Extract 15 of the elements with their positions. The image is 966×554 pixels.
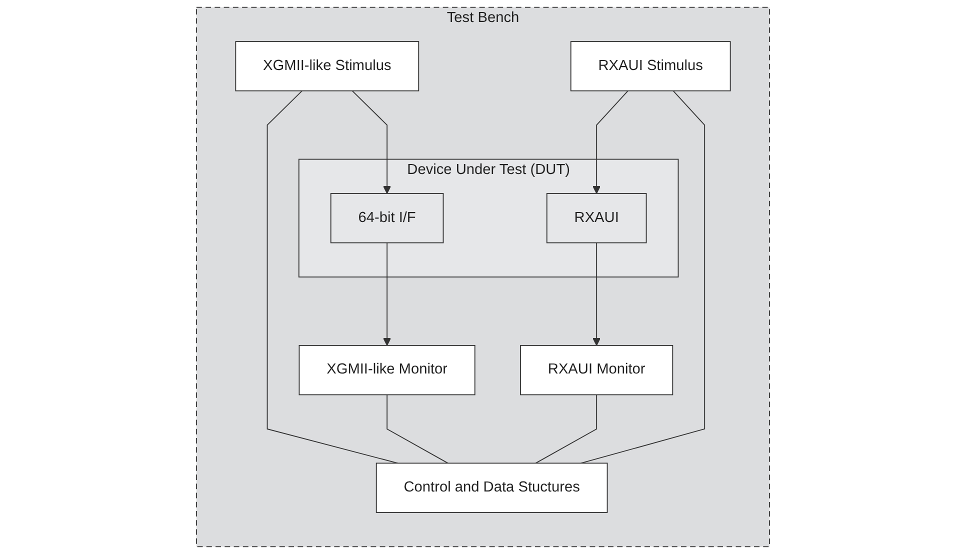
arrow [352, 90, 392, 194]
node-box: XGMII-like Stimulus [235, 41, 420, 92]
arrow [592, 90, 628, 194]
connector [535, 394, 598, 464]
node-box: RXAUI Monitor [520, 345, 674, 396]
connector [266, 90, 398, 464]
node-box: XGMII-like Monitor [298, 345, 476, 396]
connector [580, 90, 706, 464]
arrow [592, 242, 601, 346]
node-box: 64-bit I/F [330, 193, 444, 244]
node-box: Control and Data Stuctures [376, 462, 608, 513]
node-box: RXAUI Stimulus [570, 41, 731, 92]
connector [386, 394, 448, 464]
node-box: RXAUI [546, 193, 647, 244]
arrow [383, 242, 392, 346]
